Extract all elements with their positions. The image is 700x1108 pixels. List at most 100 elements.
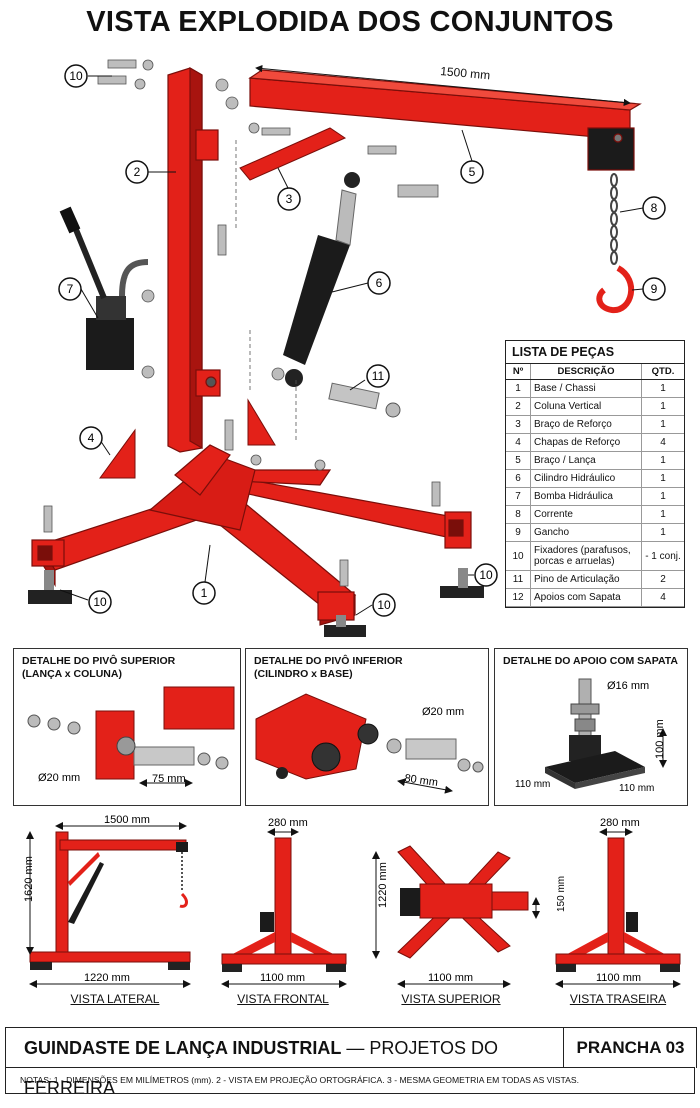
vertical-column <box>167 66 221 453</box>
reinforcement-plate-right <box>247 398 276 446</box>
hydraulic-cylinder <box>283 172 360 387</box>
label-top-view: VISTA SUPERIOR <box>401 992 501 1006</box>
callout-7: 7 <box>58 277 99 319</box>
callout-10-right: 10 <box>468 563 498 587</box>
dim-foot-height: 100 mm <box>654 719 666 759</box>
dim-front-base: 1100 mm <box>260 972 305 984</box>
callout-5: 5 <box>460 129 484 184</box>
svg-text:5: 5 <box>469 165 476 179</box>
dim-top-base: 1100 mm <box>428 972 473 984</box>
feet-pads <box>28 568 484 637</box>
boom-arm <box>248 69 642 171</box>
svg-text:10: 10 <box>69 69 83 83</box>
svg-text:4: 4 <box>88 431 95 445</box>
dim-foot-w1: 110 mm <box>515 779 550 790</box>
dim-upper-pin-length: 75 mm <box>152 773 186 785</box>
dim-side-height: 1620 mm <box>23 856 35 902</box>
callout-10-top: 10 <box>64 64 112 88</box>
dim-rear-base: 1100 mm <box>596 972 641 984</box>
svg-text:7: 7 <box>67 282 74 296</box>
reinforcement-arm <box>239 127 347 181</box>
callout-10-left: 10 <box>59 589 112 614</box>
main-title: VISTA EXPLODIDA DOS CONJUNTOS <box>86 6 614 38</box>
side-view: 1500 mm 1620 mm 1220 mm <box>23 814 191 988</box>
col-number: Nº <box>506 364 531 380</box>
pivot-pin <box>328 382 401 418</box>
svg-text:6: 6 <box>376 276 383 290</box>
svg-text:2: 2 <box>134 165 141 179</box>
dim-rear-top: 280 mm <box>600 817 640 829</box>
notes: NOTAS: 1 - DIMENSÕES EM MILÍMETROS (mm).… <box>5 1067 695 1094</box>
callout-8: 8 <box>619 196 666 220</box>
callout-2: 2 <box>125 160 176 184</box>
title-block-name: GUINDASTE DE LANÇA INDUSTRIAL — PROJETOS… <box>6 1028 563 1098</box>
title-block: GUINDASTE DE LANÇA INDUSTRIAL — PROJETOS… <box>5 1027 697 1098</box>
detail-upper-title: DETALHE DO PIVÔ SUPERIOR (LANÇA x COLUNA… <box>22 655 176 680</box>
title-separator: — <box>341 1038 370 1058</box>
col-qty: QTD. <box>641 364 684 380</box>
dim-foot-w2: 110 mm <box>619 783 654 794</box>
front-view: 280 mm 1100 mm <box>221 817 347 988</box>
svg-text:1: 1 <box>201 586 208 600</box>
hook <box>596 265 635 313</box>
label-side-view: VISTA LATERAL <box>70 992 160 1006</box>
detail-upper-pivot: DETALHE DO PIVÔ SUPERIOR (LANÇA x COLUNA… <box>13 648 241 806</box>
dim-front-top: 280 mm <box>268 817 308 829</box>
svg-text:3: 3 <box>286 192 293 206</box>
rear-view: 280 mm 1100 mm <box>555 817 681 988</box>
svg-text:8: 8 <box>651 201 658 215</box>
detail-foot-title: DETALHE DO APOIO COM SAPATA <box>503 655 678 667</box>
callout-9: 9 <box>631 277 666 301</box>
svg-text:10: 10 <box>93 595 107 609</box>
dim-foot-thread: Ø16 mm <box>607 680 649 692</box>
base-chassis <box>31 444 472 626</box>
svg-text:10: 10 <box>479 568 493 582</box>
exploded-view: 1500 mm <box>28 59 666 637</box>
reinforcement-plate-left <box>99 428 136 479</box>
col-description: DESCRIÇÃO <box>530 364 642 380</box>
detail-foot: DETALHE DO APOIO COM SAPATA 100 mm Ø16 m… <box>494 648 688 806</box>
chain <box>610 173 618 265</box>
callout-11: 11 <box>349 364 390 391</box>
dim-top-inner: 150 mm <box>556 876 567 912</box>
sheet-number: PRANCHA 03 <box>563 1028 697 1068</box>
dim-side-width: 1500 mm <box>104 814 150 826</box>
label-front-view: VISTA FRONTAL <box>237 992 329 1006</box>
svg-text:11: 11 <box>372 369 385 383</box>
svg-text:9: 9 <box>651 282 658 296</box>
hydraulic-pump <box>59 206 149 370</box>
callout-6: 6 <box>331 271 391 295</box>
fasteners <box>43 59 441 587</box>
label-rear-view: VISTA TRASEIRA <box>569 992 667 1006</box>
drawing-name: GUINDASTE DE LANÇA INDUSTRIAL <box>24 1038 342 1058</box>
callout-1: 1 <box>192 544 216 605</box>
dim-boom-length: 1500 mm <box>440 64 491 82</box>
callout-3: 3 <box>277 167 301 211</box>
callout-4: 4 <box>79 426 111 456</box>
dim-lower-pin-length: 80 mm <box>404 772 439 789</box>
callout-10-front: 10 <box>355 593 396 617</box>
detail-lower-title: DETALHE DO PIVÔ INFERIOR (CILINDRO x BAS… <box>254 655 403 680</box>
dim-lower-pin-dia: Ø20 mm <box>422 706 464 718</box>
svg-text:10: 10 <box>377 598 391 612</box>
orthographic-views: 1500 mm 1620 mm 1220 mm 280 mm 1100 mm <box>23 814 681 988</box>
top-view: 1220 mm 150 mm 1100 mm <box>372 845 567 988</box>
detail-lower-pivot: DETALHE DO PIVÔ INFERIOR (CILINDRO x BAS… <box>245 648 489 806</box>
dim-upper-pin-dia: Ø20 mm <box>38 772 80 784</box>
parts-table-title: LISTA DE PEÇAS <box>506 341 684 364</box>
dim-side-base: 1220 mm <box>84 972 130 984</box>
